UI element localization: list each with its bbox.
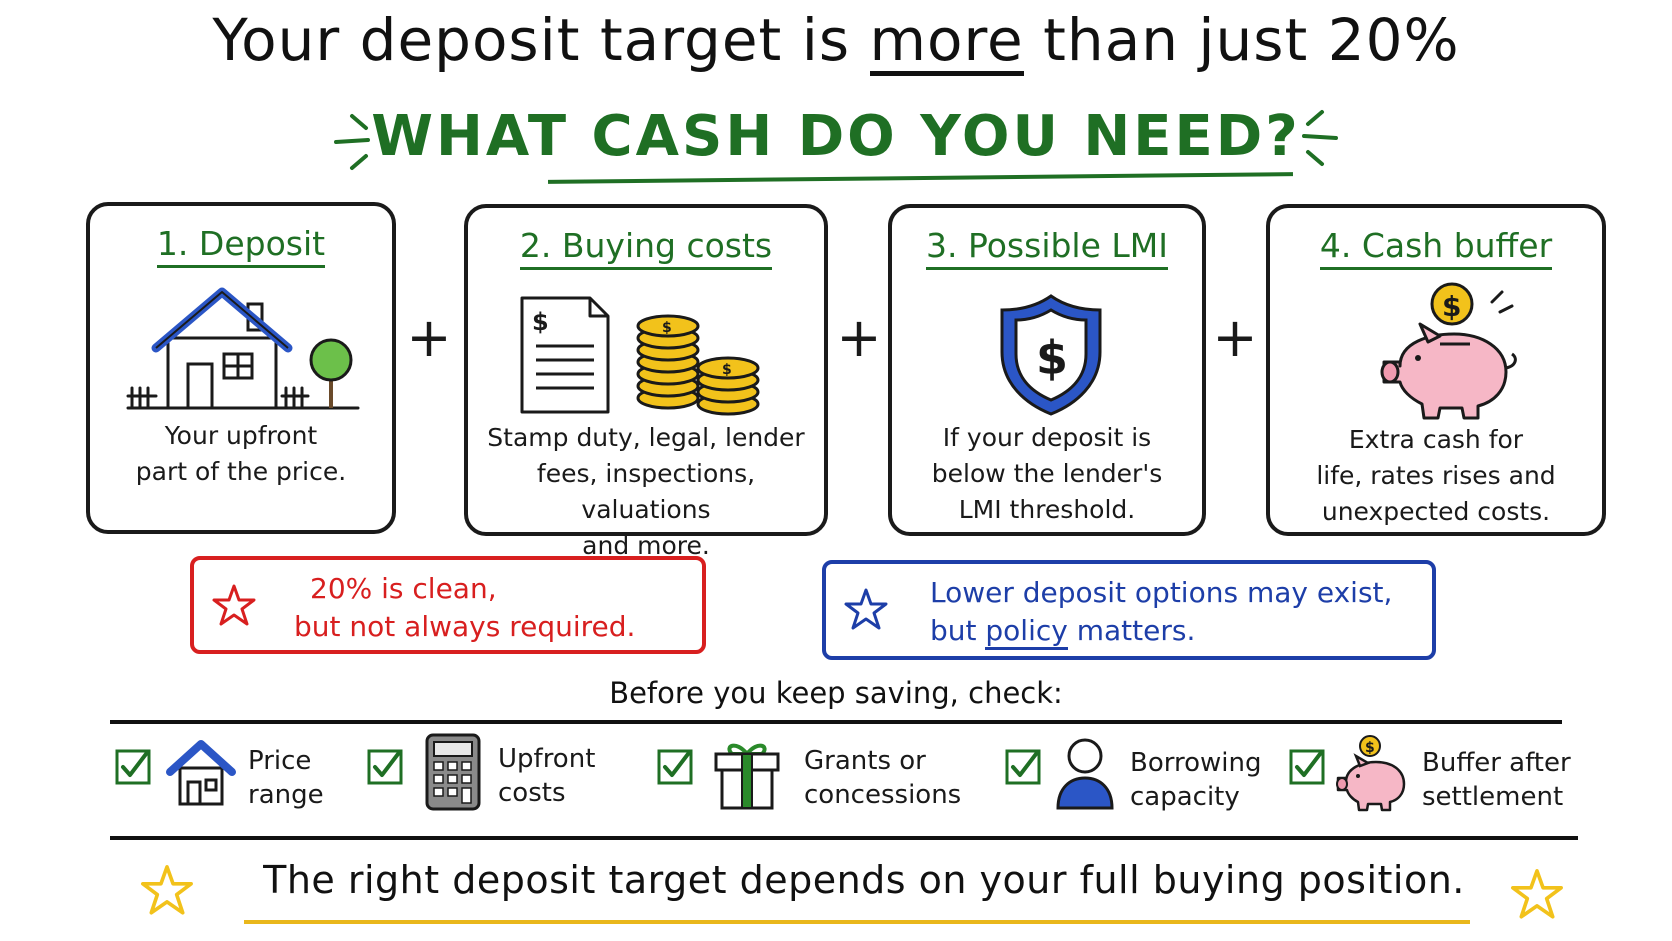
card-cash-buffer: 4. Cash buffer $ Extra cash for life, ra… <box>1266 204 1606 536</box>
check-item-label: Buffer after settlement <box>1422 746 1571 814</box>
card-text-line: fees, inspections, valuations <box>536 459 756 524</box>
card-text: Stamp duty, legal, lender fees, inspecti… <box>478 420 814 564</box>
note-text: 20% is clean, but not always required. <box>294 570 635 646</box>
calculator-icon <box>424 732 482 816</box>
card-possible-lmi: 3. Possible LMI $ If your deposit is bel… <box>888 204 1206 536</box>
checkbox-buffer-after-settlement[interactable] <box>1288 748 1326 786</box>
card-number: 1. <box>156 224 189 268</box>
card-title-text: Cash buffer <box>1361 226 1553 265</box>
card-text-line: LMI threshold. <box>958 495 1136 524</box>
title-post: than just 20% <box>1023 6 1460 74</box>
checkbox-borrowing-capacity[interactable] <box>1004 748 1042 786</box>
piggy-bank-icon: $ <box>1332 734 1412 818</box>
card-text-line: Extra cash for <box>1348 425 1524 454</box>
checkbox-upfront-costs[interactable] <box>366 748 404 786</box>
check-item-line: Buffer after <box>1422 748 1571 778</box>
card-text-line: and more. <box>582 531 710 560</box>
card-text-line: life, rates rises and <box>1316 461 1556 490</box>
card-text: If your deposit is below the lender's LM… <box>902 420 1192 528</box>
svg-text:$: $ <box>662 320 672 336</box>
star-left-icon <box>138 862 196 924</box>
check-item-line: Upfront <box>498 744 596 774</box>
check-item-line: Borrowing <box>1130 748 1262 778</box>
svg-text:$: $ <box>1365 740 1375 756</box>
svg-text:$: $ <box>722 362 732 378</box>
piggy-bank-icon: $ <box>1370 278 1530 428</box>
card-deposit: 1. Deposit Your upfront part of the pric… <box>86 202 396 534</box>
gift-icon <box>712 738 782 816</box>
footer-underline <box>244 920 1470 924</box>
note-red: 20% is clean, but not always required. <box>190 556 706 654</box>
note-line: 20% is clean, <box>310 572 497 605</box>
star-icon <box>210 582 258 634</box>
plus-sign: + <box>1212 306 1258 369</box>
note-emphasis: policy <box>985 614 1068 650</box>
card-title-text: Buying costs <box>561 226 773 265</box>
check-item-line: costs <box>498 778 566 808</box>
card-text-line: Your upfront <box>164 421 318 450</box>
note-line-pre: but <box>930 614 986 647</box>
star-right-icon <box>1508 866 1566 928</box>
page-title: Your deposit target is more than just 20… <box>0 6 1672 76</box>
check-item-line: capacity <box>1130 782 1240 812</box>
card-text-line: If your deposit is <box>942 423 1152 452</box>
svg-text:$: $ <box>1036 331 1068 385</box>
title-pre: Your deposit target is <box>212 6 870 74</box>
check-item-line: range <box>248 780 324 810</box>
card-title-text: Possible LMI <box>968 226 1168 265</box>
card-text-line: below the lender's <box>931 459 1163 488</box>
card-buying-costs: 2. Buying costs $ $ $ Stamp duty, legal,… <box>464 204 828 560</box>
card-title: 2. Buying costs <box>468 226 824 270</box>
card-number: 2. <box>519 226 552 270</box>
card-number: 4. <box>1319 226 1352 270</box>
card-title: 1. Deposit <box>90 224 392 268</box>
note-line: but policy matters. <box>930 612 1392 650</box>
checklist-heading: Before you keep saving, check: <box>609 676 1063 710</box>
card-title: 4. Cash buffer <box>1270 226 1602 270</box>
divider-bottom <box>110 836 1578 840</box>
sparkle-right-icon <box>1296 106 1344 170</box>
plus-sign: + <box>836 306 882 369</box>
note-line: but not always required. <box>294 610 636 643</box>
divider-top <box>110 720 1562 724</box>
check-item-label: Price range <box>248 744 324 812</box>
card-title-text: Deposit <box>198 224 326 263</box>
footer-text: The right deposit target depends on your… <box>263 858 1465 902</box>
check-item-line: Grants or <box>804 746 926 776</box>
shield-dollar-icon: $ <box>996 292 1106 422</box>
svg-text:$: $ <box>1442 290 1461 323</box>
check-item-label: Grants or concessions <box>804 744 961 812</box>
house-icon <box>126 286 366 420</box>
subtitle: WHAT CASH DO YOU NEED? <box>371 104 1301 169</box>
checkbox-price-range[interactable] <box>114 748 152 786</box>
svg-text:$: $ <box>532 308 549 336</box>
note-blue: Lower deposit options may exist, but pol… <box>822 560 1436 660</box>
note-line: Lower deposit options may exist, <box>930 576 1393 609</box>
card-text-line: Stamp duty, legal, lender <box>487 423 805 452</box>
check-item-line: concessions <box>804 780 962 810</box>
card-title: 3. Possible LMI <box>892 226 1202 270</box>
card-text-line: unexpected costs. <box>1321 497 1551 526</box>
title-emphasis: more <box>869 6 1024 76</box>
note-line-post: matters. <box>1067 614 1196 647</box>
card-number: 3. <box>926 226 958 270</box>
card-text: Extra cash for life, rates rises and une… <box>1280 422 1592 530</box>
sparkle-left-icon <box>328 110 376 174</box>
check-item-label: Borrowing capacity <box>1130 746 1261 814</box>
house-icon <box>166 738 236 812</box>
check-item-label: Upfront costs <box>498 742 595 810</box>
document-and-coins-icon: $ $ $ <box>518 294 778 420</box>
check-item-line: Price <box>248 746 312 776</box>
person-icon <box>1054 736 1116 814</box>
note-text: Lower deposit options may exist, but pol… <box>930 574 1392 650</box>
check-item-line: settlement <box>1422 782 1564 812</box>
subtitle-underline <box>547 172 1294 184</box>
card-text-line: part of the price. <box>135 457 347 486</box>
plus-sign: + <box>406 306 452 369</box>
card-text: Your upfront part of the price. <box>100 418 382 490</box>
checkbox-grants[interactable] <box>656 748 694 786</box>
star-icon <box>842 586 890 638</box>
